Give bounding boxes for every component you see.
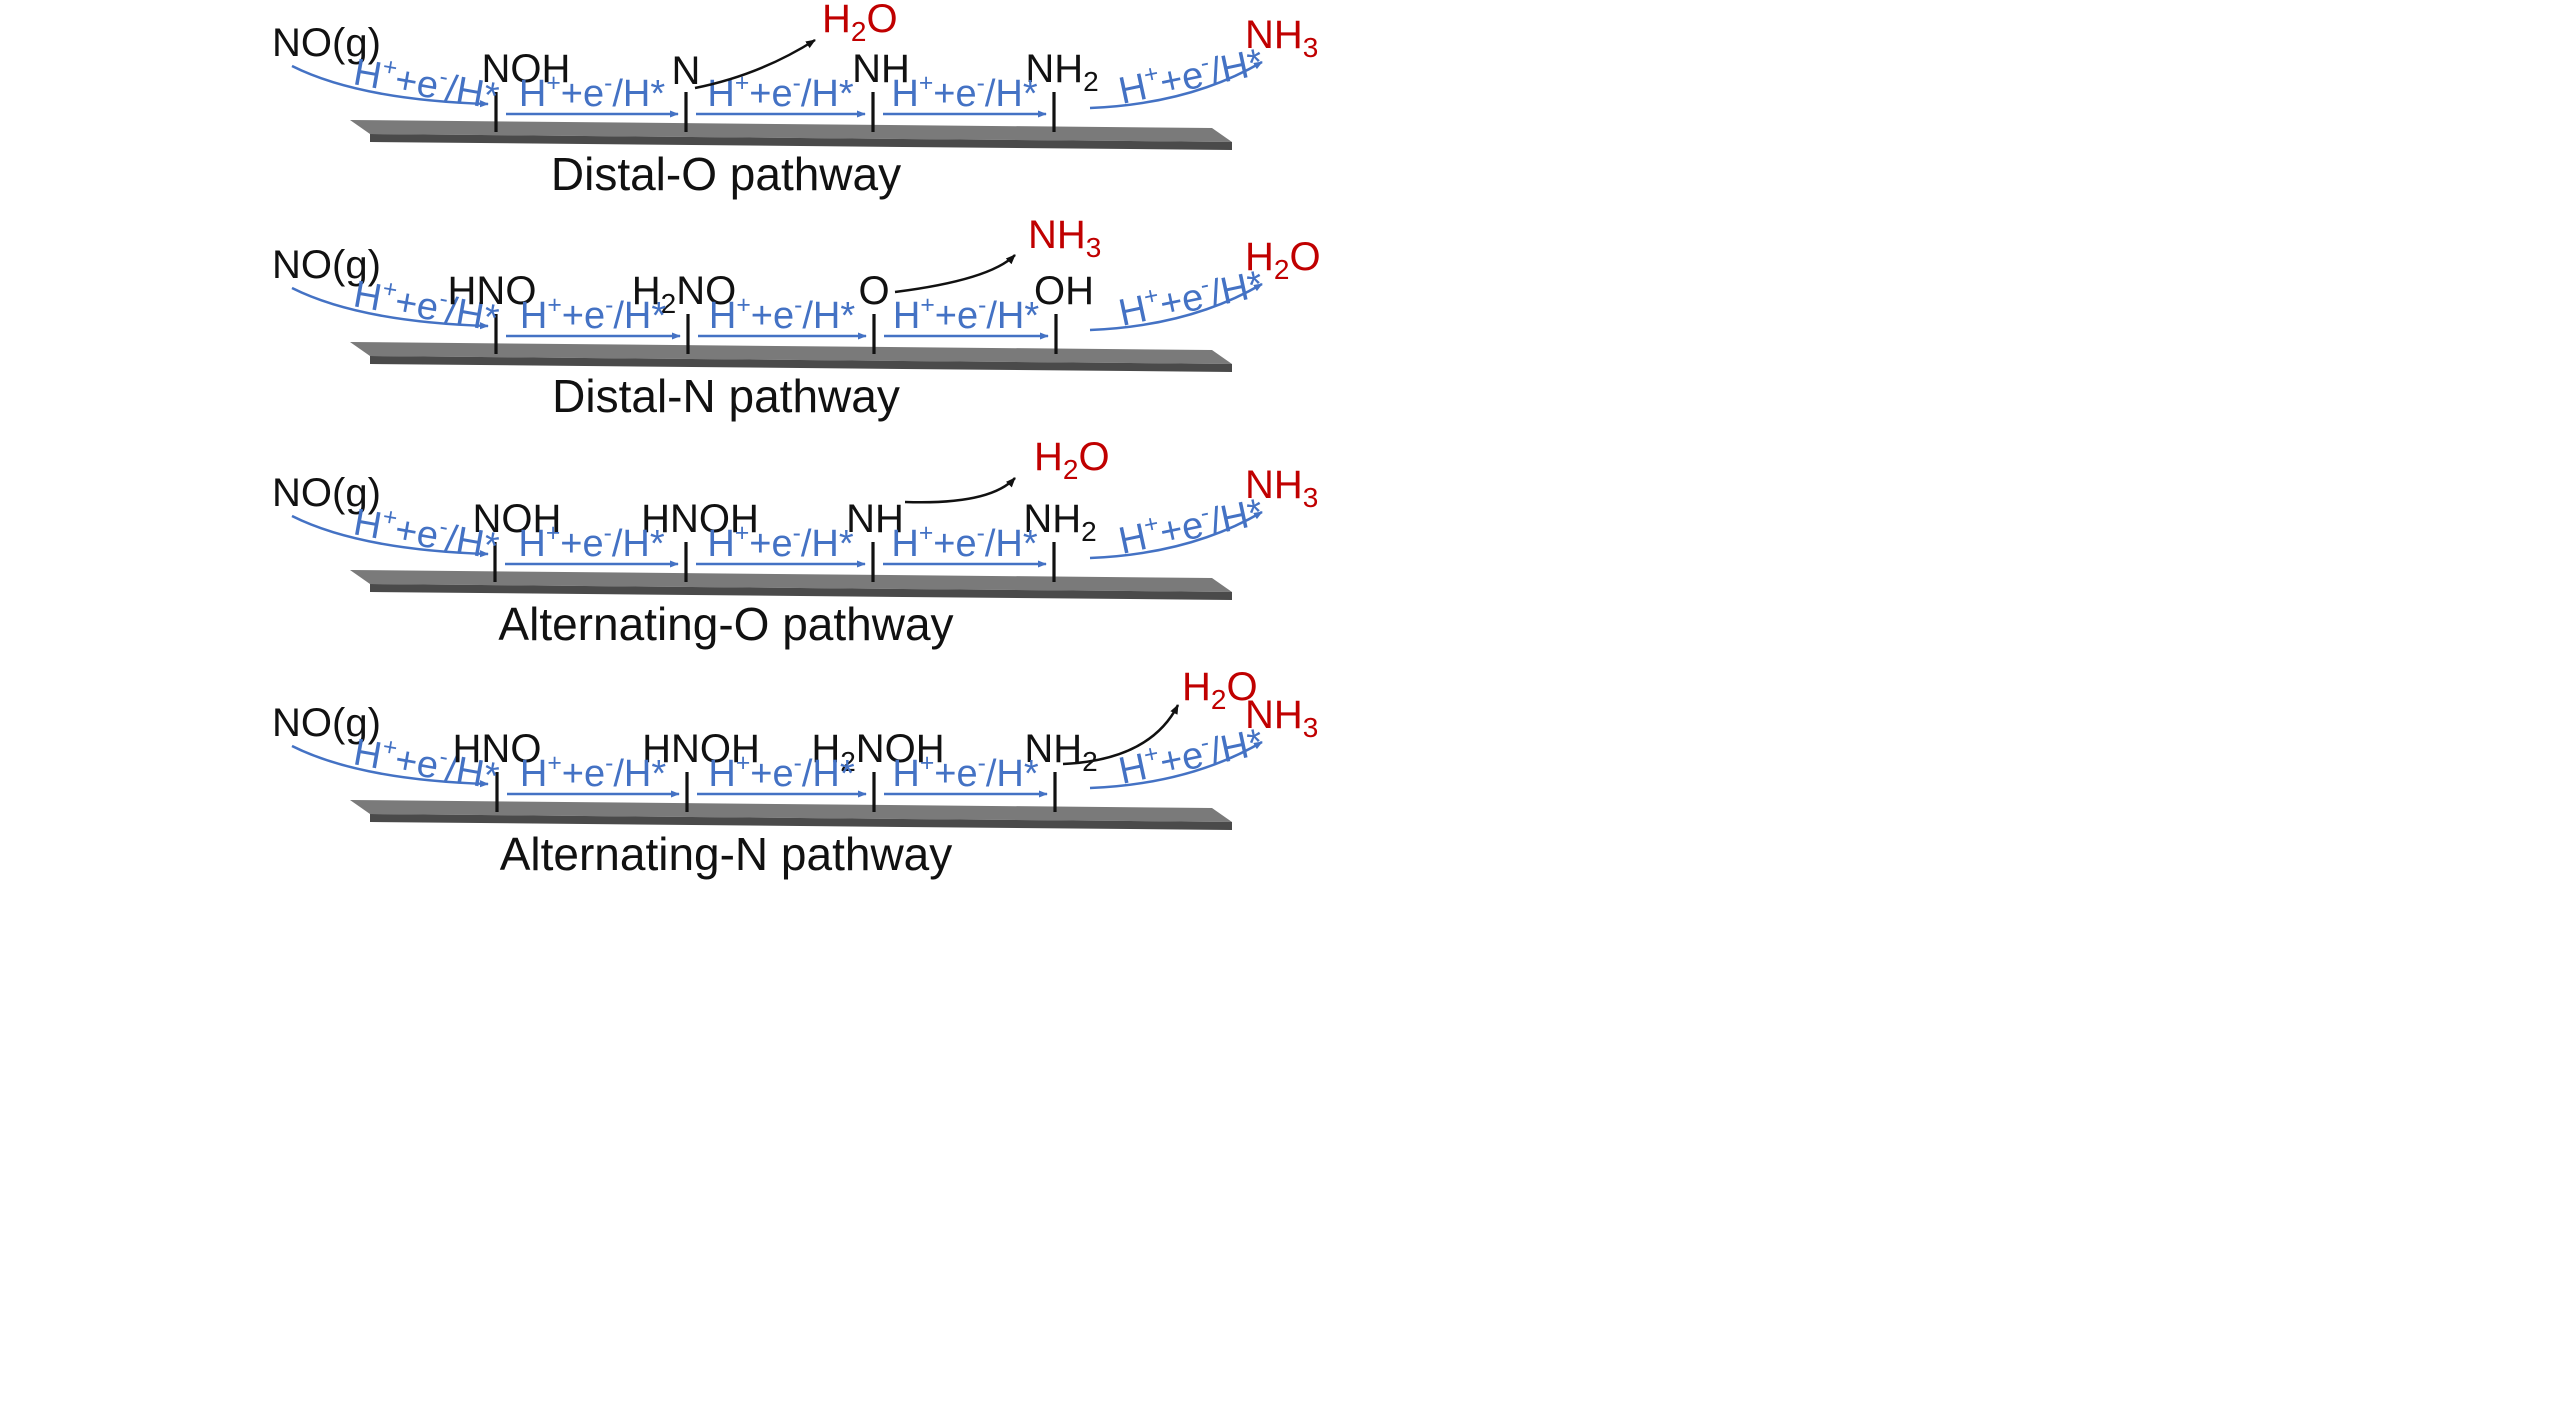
step-reagent-label: H++e-/H* <box>520 750 666 795</box>
adsorption-arrow <box>291 744 489 788</box>
intermediate-label-2: HNOH <box>641 497 759 541</box>
intermediate-label-4: NH2 <box>1025 47 1098 97</box>
release-arrow <box>1062 704 1180 766</box>
intermediate-label-1: HNO <box>448 269 537 313</box>
released-product-label: H2O <box>1182 665 1258 715</box>
final-product-label: NH3 <box>1245 693 1318 743</box>
step-reagent-label: H++e-/H* <box>350 271 502 341</box>
intermediate-label-3: H2NOH <box>811 727 944 777</box>
pathway-name: Distal-N pathway <box>552 370 900 422</box>
intermediate-label-1: NOH <box>473 497 562 541</box>
catalyst-surface <box>350 800 1232 822</box>
step-reagent-label: H++e-/H* <box>892 750 1038 795</box>
step-reagent-label: H++e-/H* <box>1115 260 1268 334</box>
release-arrow <box>894 254 1016 294</box>
step-reagent-label: H++e-/H* <box>707 520 853 565</box>
step-reagent-label: H++e-/H* <box>1115 488 1268 562</box>
step-reagent-label: H++e-/H* <box>519 70 665 115</box>
catalyst-surface <box>350 120 1232 142</box>
intermediate-label-3: NH <box>852 47 910 91</box>
final-product-label: H2O <box>1245 235 1321 285</box>
adsorption-arrow <box>291 286 489 330</box>
desorption-arrow <box>1089 740 1263 790</box>
final-product-label: NH3 <box>1245 463 1318 513</box>
step-reagent-label: H++e-/H* <box>520 292 666 337</box>
source-gas-label: NO(g) <box>272 243 381 287</box>
step-reagent-label: H++e-/H* <box>891 70 1037 115</box>
source-gas-label: NO(g) <box>272 471 381 515</box>
released-product-label: H2O <box>1034 435 1110 485</box>
desorption-arrow <box>1089 510 1263 560</box>
intermediate-label-1: NOH <box>482 47 571 91</box>
intermediate-label-1: HNO <box>453 727 542 771</box>
catalyst-surface-edge <box>370 814 1232 830</box>
step-reagent-label: H++e-/H* <box>709 292 855 337</box>
intermediate-label-2: H2NO <box>632 269 736 319</box>
catalyst-surface-edge <box>370 134 1232 150</box>
released-product-label: NH3 <box>1028 213 1101 263</box>
catalyst-surface <box>350 342 1232 364</box>
final-product-label: NH3 <box>1245 13 1318 63</box>
pathway-name: Alternating-O pathway <box>498 598 953 650</box>
released-product-label: H2O <box>822 0 898 47</box>
source-gas-label: NO(g) <box>272 701 381 745</box>
step-reagent-label: H++e-/H* <box>891 520 1037 565</box>
release-arrow <box>694 38 816 90</box>
intermediate-label-2: HNOH <box>642 727 760 771</box>
intermediate-label-2: N <box>672 49 701 93</box>
adsorption-arrow <box>291 514 489 558</box>
intermediate-label-3: O <box>858 269 889 313</box>
step-reagent-label: H++e-/H* <box>350 499 502 569</box>
step-reagent-label: H++e-/H* <box>708 750 854 795</box>
intermediate-label-4: NH2 <box>1023 497 1096 547</box>
step-reagent-label: H++e-/H* <box>518 520 664 565</box>
source-gas-label: NO(g) <box>272 21 381 65</box>
catalyst-surface <box>350 570 1232 592</box>
step-reagent-label: H++e-/H* <box>893 292 1039 337</box>
pathway-name: Alternating-N pathway <box>500 828 953 880</box>
desorption-arrow <box>1089 60 1263 110</box>
pathway-name: Distal-O pathway <box>551 148 901 200</box>
desorption-arrow <box>1089 282 1263 332</box>
intermediate-label-4: OH <box>1034 269 1094 313</box>
adsorption-arrow <box>291 64 489 108</box>
step-reagent-label: H++e-/H* <box>707 70 853 115</box>
intermediate-label-3: NH <box>846 497 904 541</box>
release-arrow <box>904 477 1016 504</box>
step-reagent-label: H++e-/H* <box>350 49 502 119</box>
catalyst-surface-edge <box>370 356 1232 372</box>
catalyst-surface-edge <box>370 584 1232 600</box>
